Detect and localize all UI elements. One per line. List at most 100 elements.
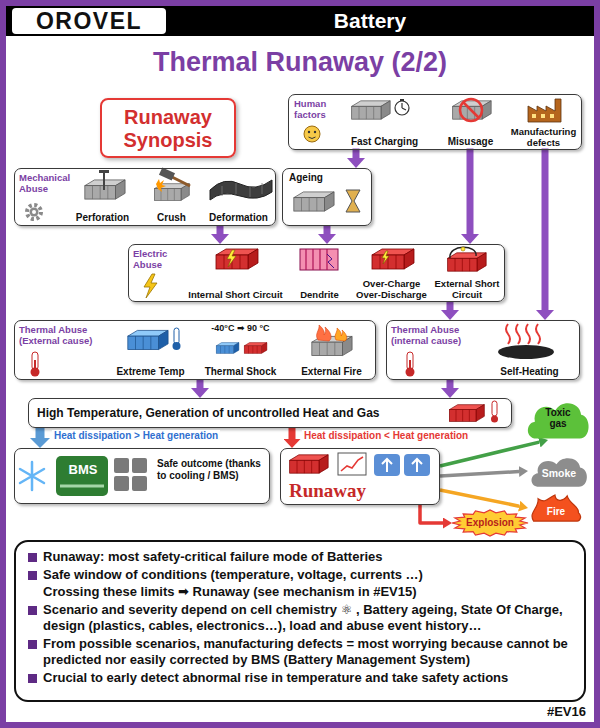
synopsis-box: Runaway Synopsis [100,98,236,158]
bms-icon-part [56,456,108,496]
thermometer-icon-part [407,352,413,370]
high-temp-icon-part [492,401,497,416]
thermal-shock-icon-part [244,343,267,354]
header-label: Battery [250,8,490,34]
node-label: Runaway [289,480,399,502]
logo-text: OROVEL [14,9,164,33]
note-line: Crucial to early detect abnormal rise in… [26,670,574,687]
item-caption: Dendrite [290,289,350,300]
gear-icon-part [30,208,39,217]
category-box: Ageing [282,168,372,226]
extreme-temp-icon [128,328,181,350]
cause-item: Manufacturing defects [508,96,580,149]
cause-item: External Fire [290,322,374,379]
perforation-icon [85,170,125,199]
bms-icon-part [114,476,129,491]
factory-icon [528,99,561,122]
node-label: Thermal Abuse (internal cause) [391,324,485,346]
ageing-icon-part [346,190,360,212]
fast-charging-icon-part [395,101,409,115]
thermal-shock-icon [216,343,267,354]
face-icon-part [314,131,316,133]
outcome-cloud-fill [528,403,589,438]
snowflake-icon-part [20,462,44,490]
node-label: Ageing [289,172,367,184]
flow-arrow [447,302,454,310]
cause-item: Self-Heating [484,322,576,379]
flow-arrow [542,149,549,311]
cause-item: -40°C ➡ 90 °CThermal Shock [196,322,286,379]
category-box: Thermal Abuse (internal cause) Self-Heati… [386,320,580,380]
node-label: Electric Abuse [133,248,187,270]
gear-icon-part [32,210,36,214]
factory-icon-part [550,114,554,118]
item-caption: -40°C ➡ 90 °C [196,323,286,334]
extreme-temp-icon-part [128,330,168,349]
ageing-icon-part [294,192,334,211]
item-caption: Manufacturing defects [508,126,580,148]
face-icon-part [309,137,316,139]
explosion-burst-fill [452,510,528,536]
external-short-icon [448,247,487,271]
crush-icon-part [156,179,166,192]
node-label: Safe outcome (thanks to cooling / BMS) [157,458,265,482]
cause-item: Deformation [204,170,274,225]
flow-arrow [289,428,296,439]
factory-icon-part [532,114,536,118]
overcharge-icon-part [382,251,389,264]
category-box: Electric AbuseInternal Short CircuitDend… [128,244,505,302]
flow-arrow [324,226,331,234]
item-caption: Self-Heating [484,366,576,378]
fire-shape: Fire [528,494,584,522]
ageing-icon [294,190,360,212]
thermometer-icon-part [32,352,38,370]
cause-item: Misusage [438,96,504,149]
bms-icon-part [60,485,104,488]
node-label: Thermal Abuse (External cause) [19,324,113,346]
lightning-icon [144,274,157,298]
overcharge-icon-part [372,249,414,269]
item-caption: Crush [142,212,202,224]
category-box: Thermal Abuse (External cause)Extreme Te… [14,320,376,380]
high-temp-icon-part [491,416,498,423]
runaway-icon-part [338,453,366,475]
misusage-icon-part [460,99,482,121]
page-tag: #EV16 [496,704,586,720]
item-caption: External Fire [290,366,374,378]
external-fire-icon-part [317,325,331,341]
thermal-shock-icon-part [216,343,239,354]
item-caption: Over-Charge Over-Discharge [354,278,430,300]
cause-item: Internal Short Circuit [186,246,286,301]
external-short-icon-part [450,247,476,258]
flow-arrow [36,428,45,438]
lightning-icon-part [144,274,157,298]
external-short-icon-part [461,247,465,251]
fast-charging-icon-part [400,99,404,101]
runaway-icon-part [412,459,422,472]
node-label: Runaway Synopsis [106,106,230,152]
flow-arrow [440,472,519,476]
notes-box: Runaway: most safety-critical failure mo… [14,540,586,702]
external-fire-icon-part [335,328,347,341]
thermometer-icon-part [31,368,40,377]
misusage-icon-part [453,101,492,119]
cause-item: Dendrite [290,246,350,301]
thermometer-icon-part [406,368,415,377]
factory-icon-part [528,99,561,122]
self-heating-icon [498,324,554,359]
note-line: Crossing these limits ➡ Runaway (see mec… [26,584,574,601]
category-box: High Temperature, Generation of uncontro… [28,398,512,428]
dendrite-icon-part [300,249,338,270]
category-box: Runaway [280,448,440,505]
cause-item: External Short Circuit [432,246,503,301]
cause-item: Perforation [68,170,138,225]
dendrite-icon [300,249,338,270]
extreme-temp-icon-part [174,328,179,344]
runaway-icon-part [382,459,392,472]
note-line: Scenario and severity depend on cell che… [26,602,574,635]
crush-icon-part [159,167,175,180]
dendrite-icon-part [327,254,334,268]
gear-icon-part [27,205,41,219]
